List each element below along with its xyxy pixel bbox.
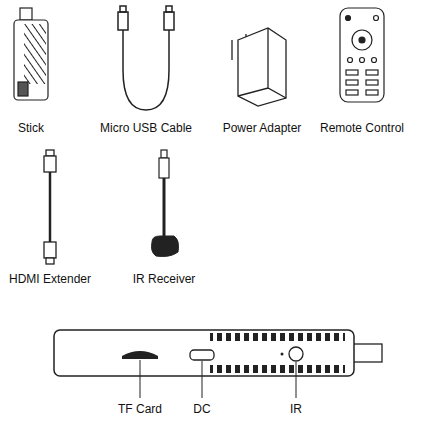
port-label: IR <box>290 402 302 416</box>
item-label: Stick <box>18 121 44 135</box>
remote-control <box>340 8 384 102</box>
port-label: DC <box>193 402 210 416</box>
item-label: IR Receiver <box>133 272 196 286</box>
ir-receiver <box>152 150 179 257</box>
stick-side-view <box>54 330 382 376</box>
hdmi-extender <box>44 150 56 264</box>
item-label: Power Adapter <box>223 121 302 135</box>
item-label: HDMI Extender <box>9 272 91 286</box>
stick <box>14 8 48 100</box>
port-label: TF Card <box>118 402 162 416</box>
item-label: Remote Control <box>320 121 404 135</box>
micro-usb-cable <box>118 6 174 110</box>
item-label: Micro USB Cable <box>100 121 192 135</box>
leader-lines <box>140 360 296 398</box>
power-adapter <box>232 28 286 106</box>
